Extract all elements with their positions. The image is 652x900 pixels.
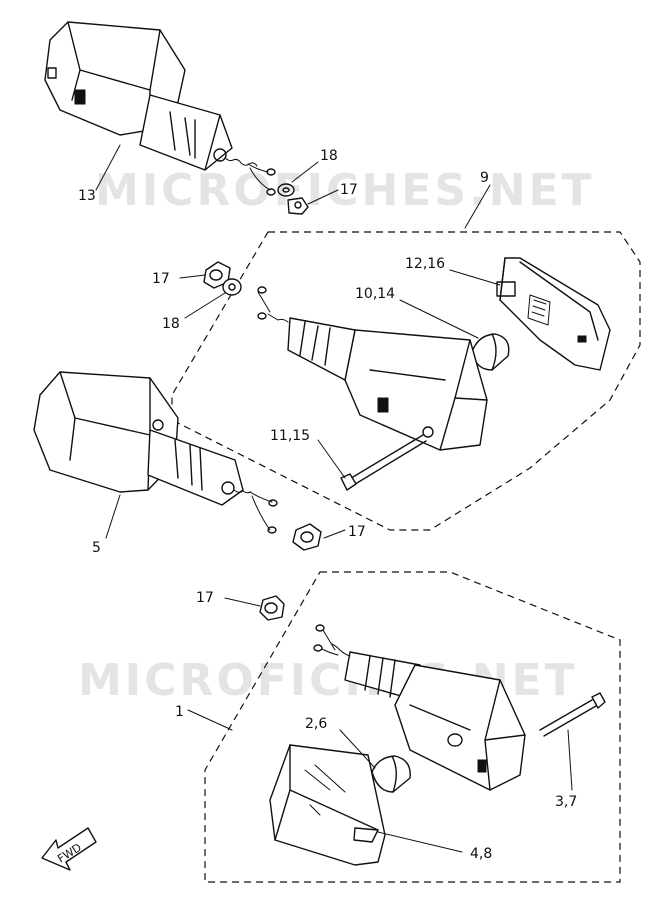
nut-17-bot: [259, 595, 285, 621]
leader-lines: [95, 144, 573, 853]
callout-18-mid: 18: [162, 316, 180, 332]
callout-17-top: 17: [340, 182, 358, 198]
watermark-top: MICROFICHES.NET: [95, 165, 595, 216]
callout-17-low: 17: [348, 524, 366, 540]
nut-17-low: [292, 523, 322, 551]
lens-12-16: [496, 257, 611, 371]
bulb-2-6: [371, 755, 411, 793]
callout-9: 9: [480, 170, 489, 186]
bolt-11-15: [340, 434, 427, 491]
bolt-3-7: [539, 692, 606, 737]
callout-13: 13: [78, 188, 96, 204]
assembly-1-boundary: [204, 571, 621, 883]
bulb-10-14: [471, 333, 510, 371]
callout-10-14: 10,14: [355, 286, 395, 302]
callout-12-16: 12,16: [405, 256, 445, 272]
callout-17-bot: 17: [196, 590, 214, 606]
callout-5: 5: [92, 540, 101, 556]
callouts: 13 18 17 9 12,16 10,14 17 18 11,15 5 17 …: [78, 148, 577, 862]
washer-18-mid: [222, 278, 242, 296]
turn-signal-assembly-1: [313, 624, 526, 791]
forward-arrow-icon: FWD: [41, 827, 97, 871]
callout-11-15: 11,15: [270, 428, 310, 444]
turn-signal-assembly-9-housing: [257, 286, 488, 451]
turn-signal-assembly-5: [33, 371, 278, 534]
callout-3-7: 3,7: [555, 794, 577, 810]
lens-4-8: [269, 744, 386, 866]
callout-18-top: 18: [320, 148, 338, 164]
turn-signal-assembly-13: [44, 21, 309, 215]
callout-4-8: 4,8: [470, 846, 492, 862]
callout-1: 1: [175, 704, 184, 720]
callout-17-mid: 17: [152, 271, 170, 287]
callout-2-6: 2,6: [305, 716, 327, 732]
